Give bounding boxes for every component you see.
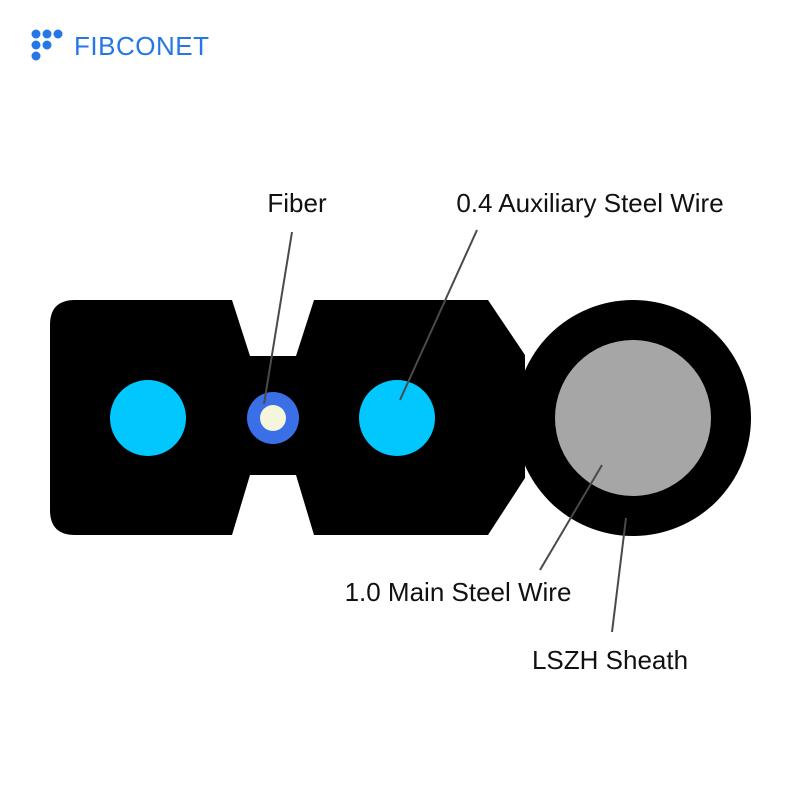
auxiliary-steel-wire-right [359,380,435,456]
brand-name: FIBCONET [74,30,210,61]
brand-logo: FIBCONET [30,28,209,64]
auxiliary-steel-wire-left [110,380,186,456]
fiber-label: Fiber [267,188,327,218]
fiber-core [260,405,286,431]
main-steel-wire [555,340,711,496]
auxiliary-wire-leader-line [399,229,478,401]
sheath-leader-line [611,517,627,633]
fiber-leader-line [263,231,293,405]
auxiliary-wire-label: 0.4 Auxiliary Steel Wire [456,188,723,218]
main-wire-label: 1.0 Main Steel Wire [345,577,572,607]
fibconet-dots-icon [31,29,63,61]
main-wire-leader-line [539,464,603,571]
sheath-label: LSZH Sheath [532,645,688,675]
